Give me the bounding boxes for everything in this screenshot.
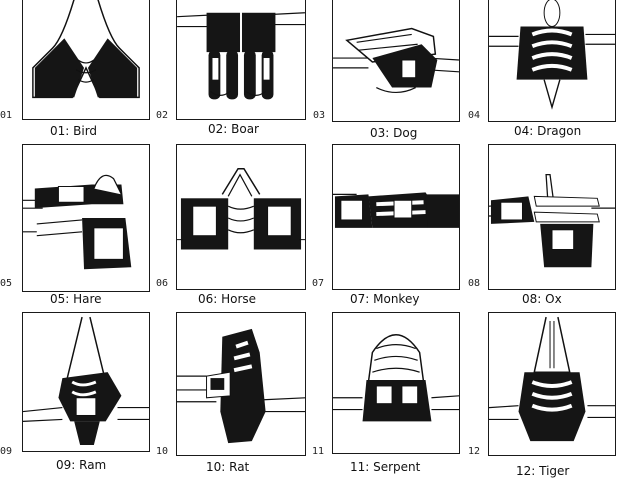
sign-number: 01 <box>0 110 13 121</box>
horse-hand-seal-icon <box>176 144 306 290</box>
sign-number: 04 <box>468 110 481 121</box>
sign-caption: 08: Ox <box>522 292 562 306</box>
hare-hand-seal-icon <box>22 144 150 292</box>
sign-caption: 11: Serpent <box>350 460 421 474</box>
sign-caption: 12: Tiger <box>516 464 570 478</box>
ram-hand-seal-icon <box>22 312 150 452</box>
serpent-hand-seal-icon <box>332 312 460 454</box>
sign-number: 08 <box>468 278 481 289</box>
sign-caption: 02: Boar <box>208 122 259 136</box>
sign-number: 07 <box>312 278 325 289</box>
sign-number: 02 <box>156 110 169 121</box>
dog-hand-seal-icon <box>332 0 460 122</box>
sign-number: 11 <box>312 446 325 457</box>
sign-number: 12 <box>468 446 481 457</box>
sign-caption: 04: Dragon <box>514 124 582 138</box>
sign-number: 09 <box>0 446 13 457</box>
sign-caption: 09: Ram <box>56 458 107 472</box>
sign-caption: 07: Monkey <box>350 292 420 306</box>
sign-number: 06 <box>156 278 169 289</box>
sign-number: 10 <box>156 446 169 457</box>
tiger-hand-seal-icon <box>488 312 616 456</box>
sign-number: 03 <box>313 110 326 121</box>
rat-hand-seal-icon <box>176 312 306 456</box>
sign-caption: 01: Bird <box>50 124 98 138</box>
boar-hand-seal-icon <box>176 0 306 120</box>
sign-caption: 03: Dog <box>370 126 418 140</box>
sign-caption: 05: Hare <box>50 292 102 306</box>
dragon-hand-seal-icon <box>488 0 616 122</box>
sign-caption: 06: Horse <box>198 292 257 306</box>
sign-caption: 10: Rat <box>206 460 250 474</box>
ox-hand-seal-icon <box>488 144 616 290</box>
monkey-hand-seal-icon <box>332 144 460 290</box>
bird-hand-seal-icon <box>22 0 150 120</box>
sign-number: 05 <box>0 278 13 289</box>
